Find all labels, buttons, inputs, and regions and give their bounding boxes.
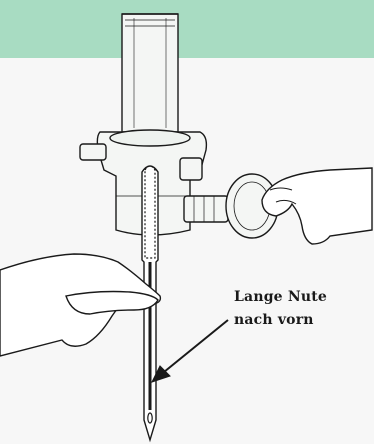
needle-bar xyxy=(122,14,178,132)
right-hand xyxy=(262,168,372,244)
annotation-label-line2: nach vorn xyxy=(234,311,374,329)
header-band xyxy=(0,0,374,58)
annotation-arrow xyxy=(152,320,228,382)
annotation-label-line1: Lange Nute xyxy=(234,288,374,306)
